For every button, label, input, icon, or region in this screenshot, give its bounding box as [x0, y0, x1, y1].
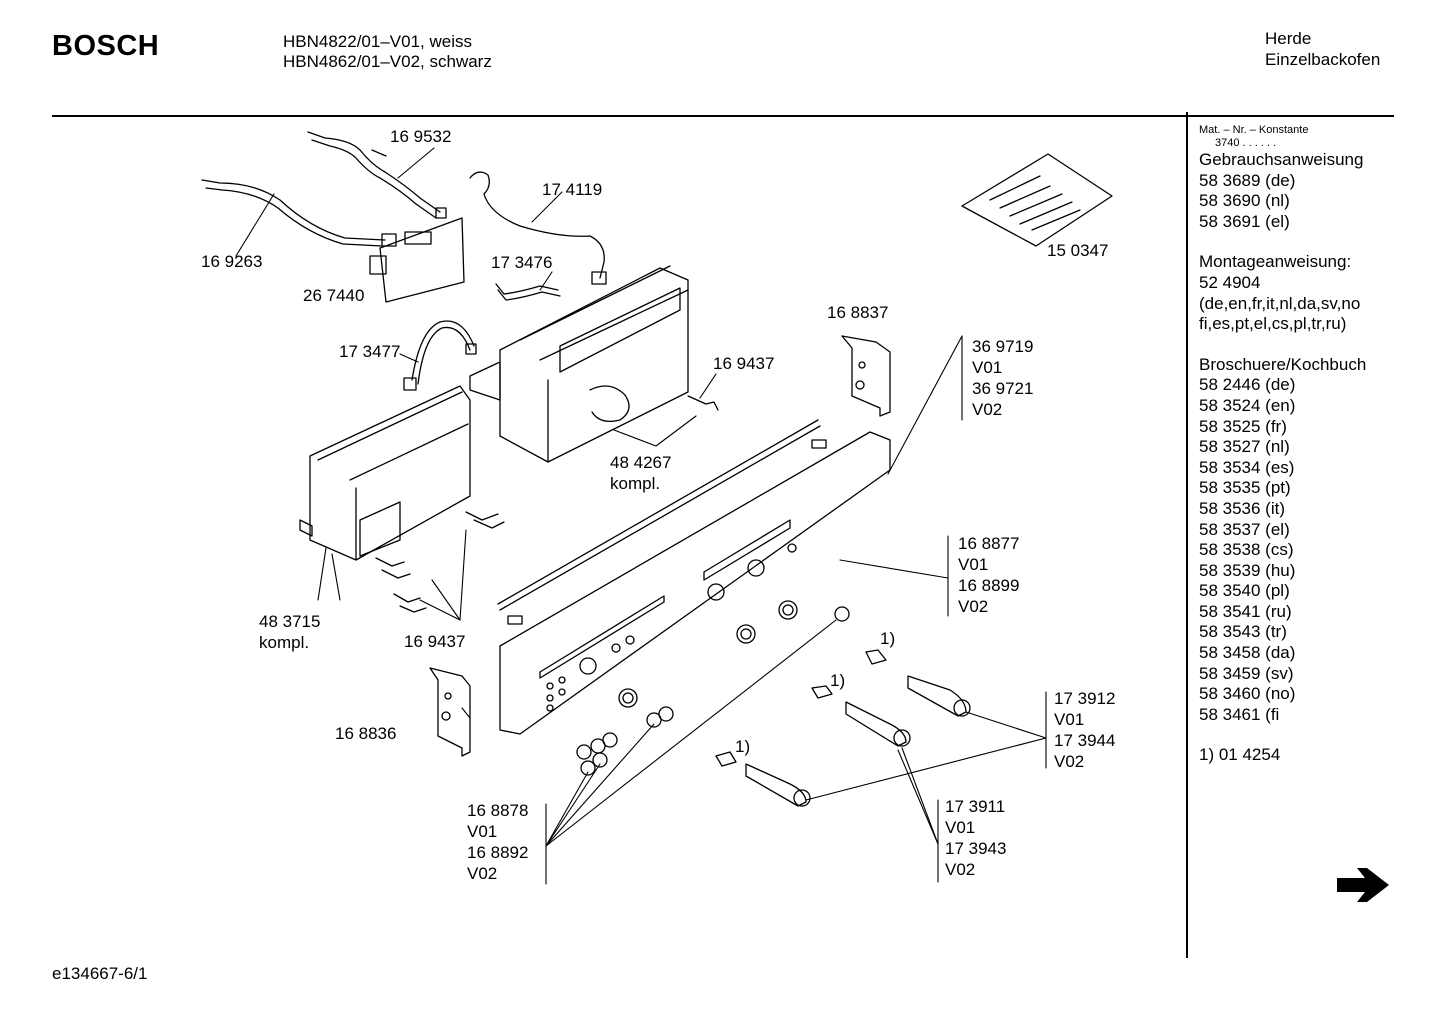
label-150347: 15 0347	[1047, 241, 1109, 260]
module-483715	[299, 385, 471, 561]
exploded-parts-drawing	[201, 131, 1113, 885]
model-line-2: HBN4862/01–V02, schwarz	[283, 52, 492, 71]
label-173912: 17 3912 V01 17 3944 V02	[1054, 689, 1116, 771]
label-169263: 16 9263	[201, 252, 263, 271]
knob-rings	[576, 600, 850, 776]
broschuere-block: Broschuere/Kochbuch 58 2446 (de) 58 3524…	[1199, 354, 1367, 724]
right-arrow-icon[interactable]	[1335, 864, 1391, 906]
model-list: HBN4822/01–V01, weiss HBN4862/01–V02, sc…	[283, 32, 492, 72]
label-484267: 48 4267 kompl.	[610, 453, 672, 493]
label-168837: 16 8837	[827, 303, 889, 322]
cable-169532	[307, 131, 447, 219]
document-id: e134667-6/1	[52, 964, 148, 983]
label-168878: 16 8878 V01 16 8892 V02	[467, 801, 529, 883]
screw-bag-150347	[961, 153, 1113, 247]
label-169437-upper: 16 9437	[713, 354, 775, 373]
header-divider	[52, 115, 1394, 117]
model-line-1: HBN4822/01–V01, weiss	[283, 32, 473, 51]
bracket-168836	[429, 667, 471, 757]
clips-169437	[375, 395, 719, 613]
label-169437-lower: 16 9437	[404, 632, 466, 651]
category: Herde Einzelbackofen	[1265, 28, 1380, 70]
label-267440: 26 7440	[303, 286, 365, 305]
bracket-168837	[841, 335, 891, 417]
cable-174119	[469, 171, 607, 285]
label-173477: 17 3477	[339, 342, 401, 361]
module-484267	[469, 265, 689, 463]
label-169532: 16 9532	[390, 127, 452, 146]
footnote-marker-b: 1)	[830, 671, 846, 690]
montage-block: Montageanweisung: 52 4904 (de,en,fr,it,n…	[1199, 252, 1361, 334]
sidebar-divider	[1186, 112, 1188, 958]
category-line-1: Herde	[1265, 29, 1312, 48]
footnote: 1) 01 4254	[1199, 745, 1281, 765]
cable-173476	[495, 283, 561, 301]
label-483715: 48 3715 kompl.	[259, 612, 321, 652]
mat-label: Mat. – Nr. – Konstante	[1199, 124, 1309, 136]
sidebar: Mat. – Nr. – Konstante 3740 . . . . . . …	[1199, 124, 1389, 766]
label-174119: 17 4119	[542, 180, 603, 199]
knob-shafts	[715, 649, 971, 807]
footnote-marker-a: 1)	[880, 629, 896, 648]
label-173911: 17 3911 V01 17 3943 V02	[945, 797, 1007, 879]
category-line-2: Einzelbackofen	[1265, 50, 1381, 69]
cable-173477	[403, 320, 477, 391]
pcb-267440	[369, 217, 465, 303]
label-173476: 17 3476	[491, 253, 553, 272]
label-168836: 16 8836	[335, 724, 397, 743]
leader-lines	[235, 147, 1047, 885]
brand-logo: BOSCH	[52, 30, 160, 62]
cable-169263	[201, 179, 397, 247]
mat-constant: 3740 . . . . . .	[1215, 137, 1277, 149]
gebrauch-block: Gebrauchsanweisung 58 3689 (de) 58 3690 …	[1199, 150, 1364, 231]
label-168877: 16 8877 V01 16 8899 V02	[958, 534, 1020, 616]
footnote-marker-c: 1)	[735, 737, 751, 756]
label-369719: 36 9719 V01 36 9721 V02	[972, 337, 1034, 419]
